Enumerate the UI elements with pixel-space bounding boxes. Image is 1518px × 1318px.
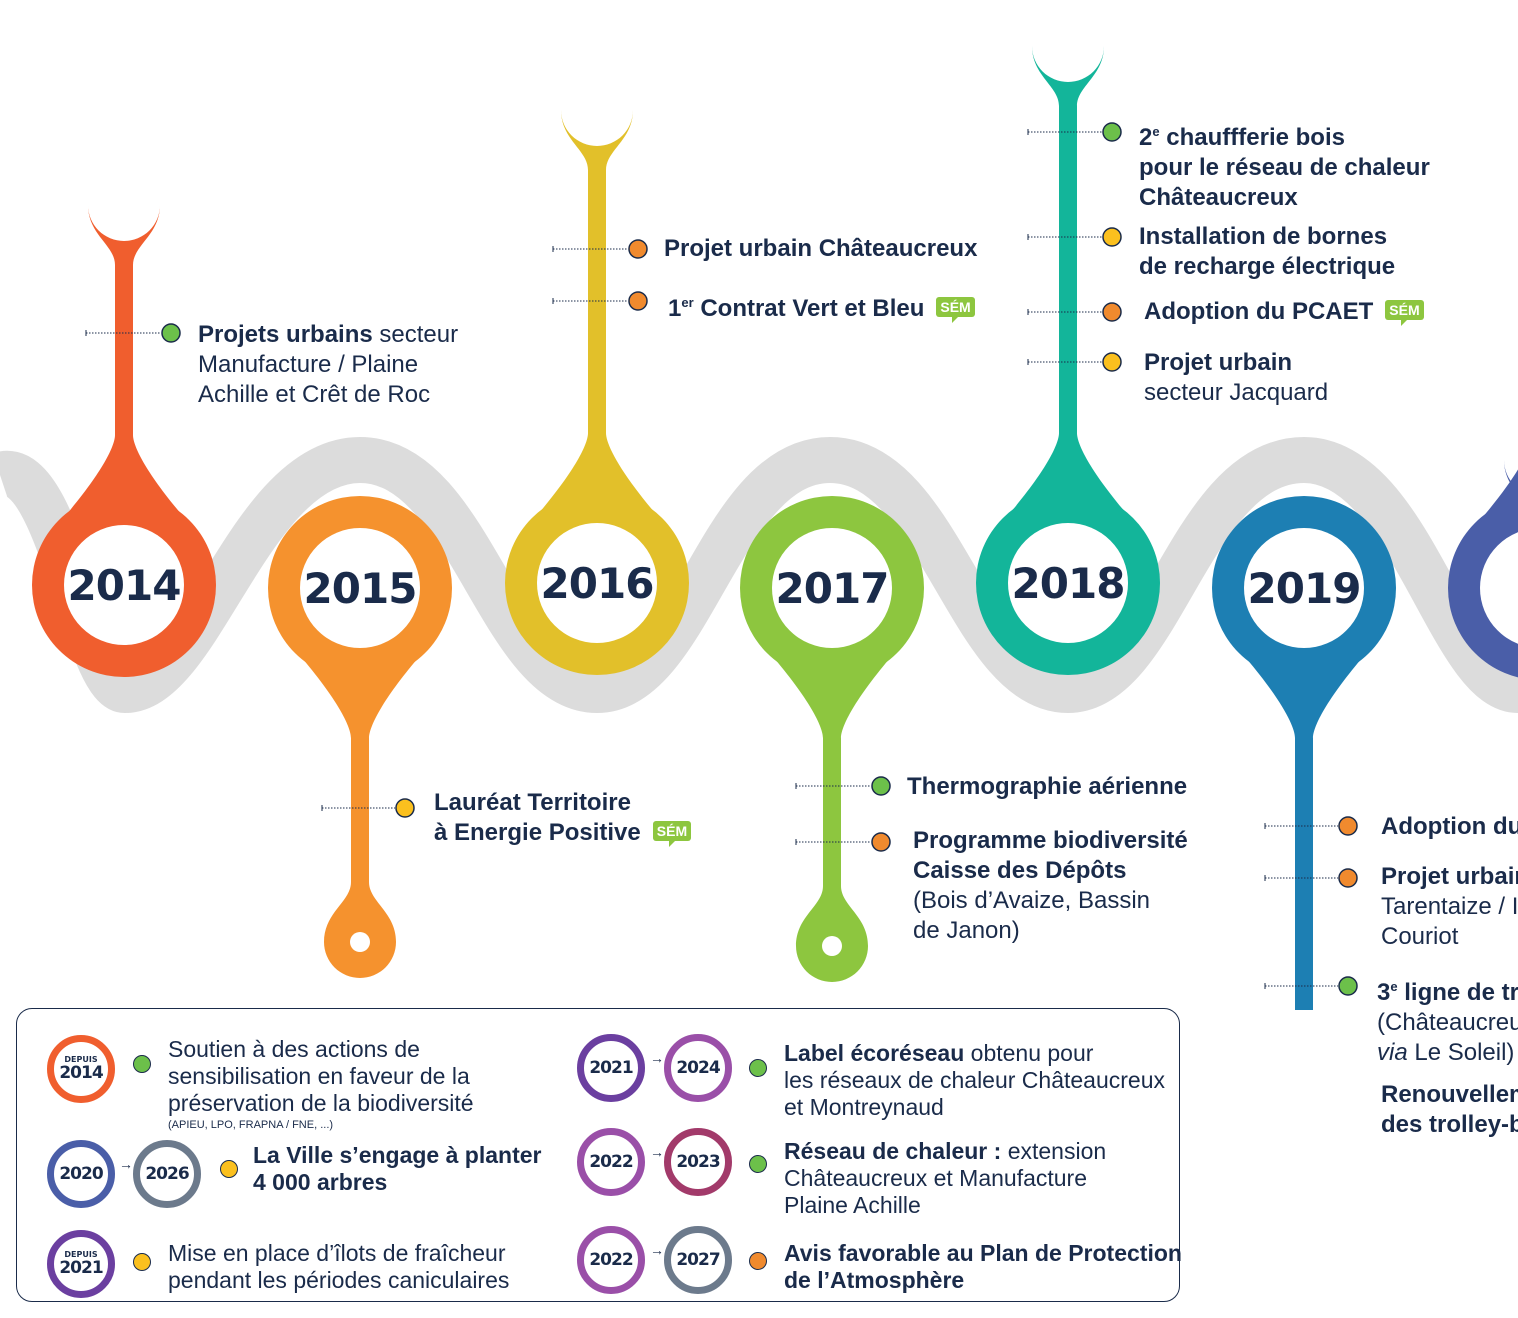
pin-inner [1244, 528, 1364, 648]
timeline-diagram: 2014 2015 2016 2017 2018 2019 2 [0, 36, 1518, 1010]
green-dot [749, 1059, 767, 1077]
pin-inner [537, 523, 657, 643]
legend-ring-2023: 2023 [664, 1128, 732, 1196]
legend-ring-2020: 2020 [47, 1140, 115, 1208]
yellow-dot [220, 1160, 238, 1178]
event-dot [1102, 302, 1122, 322]
event-dot [1338, 976, 1358, 996]
year-pin-2019: 2019 [1212, 496, 1396, 1010]
year-label: 2015 [304, 564, 417, 613]
arrow-icon: → [650, 1144, 664, 1160]
year-pin-2: 2 [1448, 460, 1518, 678]
pin-tip-hole [1058, 36, 1078, 56]
event-dot [1338, 816, 1358, 836]
legend-ring-2022: 2022 [577, 1128, 645, 1196]
pin-inner [772, 528, 892, 648]
event-dot [161, 323, 181, 343]
sem-badge: SÉM [652, 821, 692, 847]
green-dot [749, 1155, 767, 1173]
pin-tip-hole [350, 932, 370, 952]
year-label: 2017 [776, 564, 889, 613]
pin-tip-hole [587, 100, 607, 120]
pin-stem [1010, 46, 1126, 513]
green-dot [133, 1055, 151, 1073]
arrow-icon: → [650, 1050, 664, 1066]
event-2016-chateaucreux: Projet urbain Châteaucreux [664, 235, 978, 262]
year-pin-2017: 2017 [740, 496, 924, 982]
event-2019-adoption: Adoption du p [1381, 813, 1518, 840]
year-pin-2014: 2014 [32, 195, 216, 677]
legend-ring-2027: 2027 [664, 1226, 732, 1294]
arrow-icon: → [650, 1242, 664, 1258]
year-label: 2014 [68, 561, 181, 610]
pin-tip-hole [114, 195, 134, 215]
sem-badge: SÉM [936, 297, 975, 323]
event-2014-urban-projects: Projets urbains secteur Manufacture / Pl… [198, 321, 459, 408]
legend-ring-2024: 2024 [664, 1034, 732, 1102]
legend-ring-2021: 2021 [577, 1034, 645, 1102]
pin-inner [1008, 523, 1128, 643]
pin-stem [1246, 658, 1362, 1010]
event-dot [1102, 122, 1122, 142]
arrow-icon: → [119, 1156, 133, 1172]
event-2018-wood-boiler: 2e chauffferie bois pour le réseau de ch… [1139, 124, 1430, 211]
event-dot [1338, 868, 1358, 888]
event-dot [871, 776, 891, 796]
year-label: 2018 [1012, 559, 1125, 608]
year-pin-2015: 2015 [268, 496, 452, 978]
orange-dot [749, 1252, 767, 1270]
year-pin-2018: 2018 [976, 36, 1160, 675]
event-dot [628, 239, 648, 259]
pin-inner [64, 525, 184, 645]
legend-ring-2022b: 2022 [577, 1226, 645, 1294]
pin-stem [66, 205, 182, 515]
event-2017-thermography: Thermographie aérienne [907, 773, 1188, 800]
pin-inner [1480, 532, 1518, 644]
pin-inner [300, 528, 420, 648]
yellow-dot [133, 1253, 151, 1271]
event-dot [1102, 352, 1122, 372]
pin-stem [1482, 460, 1518, 518]
sem-badge: SÉM [1385, 300, 1424, 326]
pin-stem [539, 110, 655, 513]
year-pin-2016: 2016 [505, 100, 689, 675]
event-dot [871, 832, 891, 852]
pin-stem [302, 658, 418, 978]
pin-stem [774, 658, 890, 982]
pin-tip-hole [822, 936, 842, 956]
year-label: 2016 [541, 559, 654, 608]
event-dot [1102, 227, 1122, 247]
year-label: 2019 [1248, 564, 1361, 613]
event-dot [628, 291, 648, 311]
legend-ring-2026: 2026 [133, 1140, 201, 1208]
legend-box [16, 1008, 1180, 1302]
event-dot [395, 798, 415, 818]
